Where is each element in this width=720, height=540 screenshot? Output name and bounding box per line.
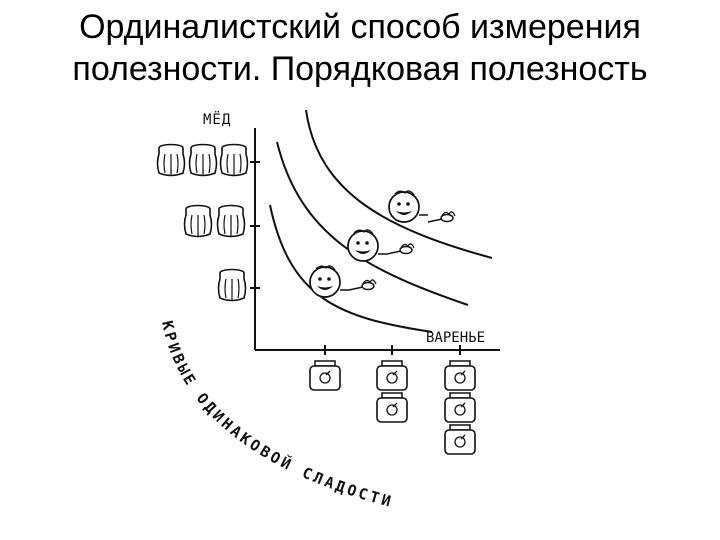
indifference-curves [270, 110, 492, 332]
jam-jars-column-1 [310, 361, 340, 390]
face-on-high-curve [389, 191, 455, 222]
jam-jar-icon [445, 425, 475, 454]
honey-pots-top-row [158, 145, 248, 176]
spoon-icon [428, 212, 455, 222]
jam-jar-icon [445, 393, 475, 422]
face-on-low-curve [310, 266, 376, 297]
smiling-face-icon [389, 191, 428, 222]
jam-jar-icon [377, 393, 407, 422]
y-axis-label: МЁД [203, 110, 231, 128]
jam-jar-icon [310, 361, 340, 390]
honey-pots-bottom-row [219, 270, 246, 301]
curves-caption-text: КРИВЫЕ ОДИНАКОВОЙ СЛАДОСТИ [158, 319, 396, 511]
honey-pot-icon [185, 206, 212, 237]
honey-pot-icon [158, 145, 185, 176]
honey-pot-icon [219, 270, 246, 301]
indifference-curve-mid [277, 142, 468, 305]
spoon-icon [387, 244, 414, 254]
honey-pot-icon [221, 145, 248, 176]
honey-pot-icon [190, 145, 217, 176]
face-on-mid-curve [348, 230, 414, 261]
indifference-curve-high [306, 110, 492, 258]
jam-jar-icon [377, 361, 407, 390]
honey-pot-icon [218, 206, 245, 237]
jam-jars-column-3 [445, 361, 475, 454]
indifference-curve-low [270, 205, 432, 332]
curves-caption: КРИВЫЕ ОДИНАКОВОЙ СЛАДОСТИ [158, 319, 396, 511]
x-axis-label: ВАРЕНЬЕ [426, 330, 485, 346]
jam-jars-column-2 [377, 361, 407, 422]
smiling-face-icon [348, 230, 387, 261]
smiling-face-icon [310, 266, 349, 297]
jam-jar-icon [445, 361, 475, 390]
spoon-icon [349, 280, 376, 290]
honey-pots-middle-row [185, 206, 245, 237]
